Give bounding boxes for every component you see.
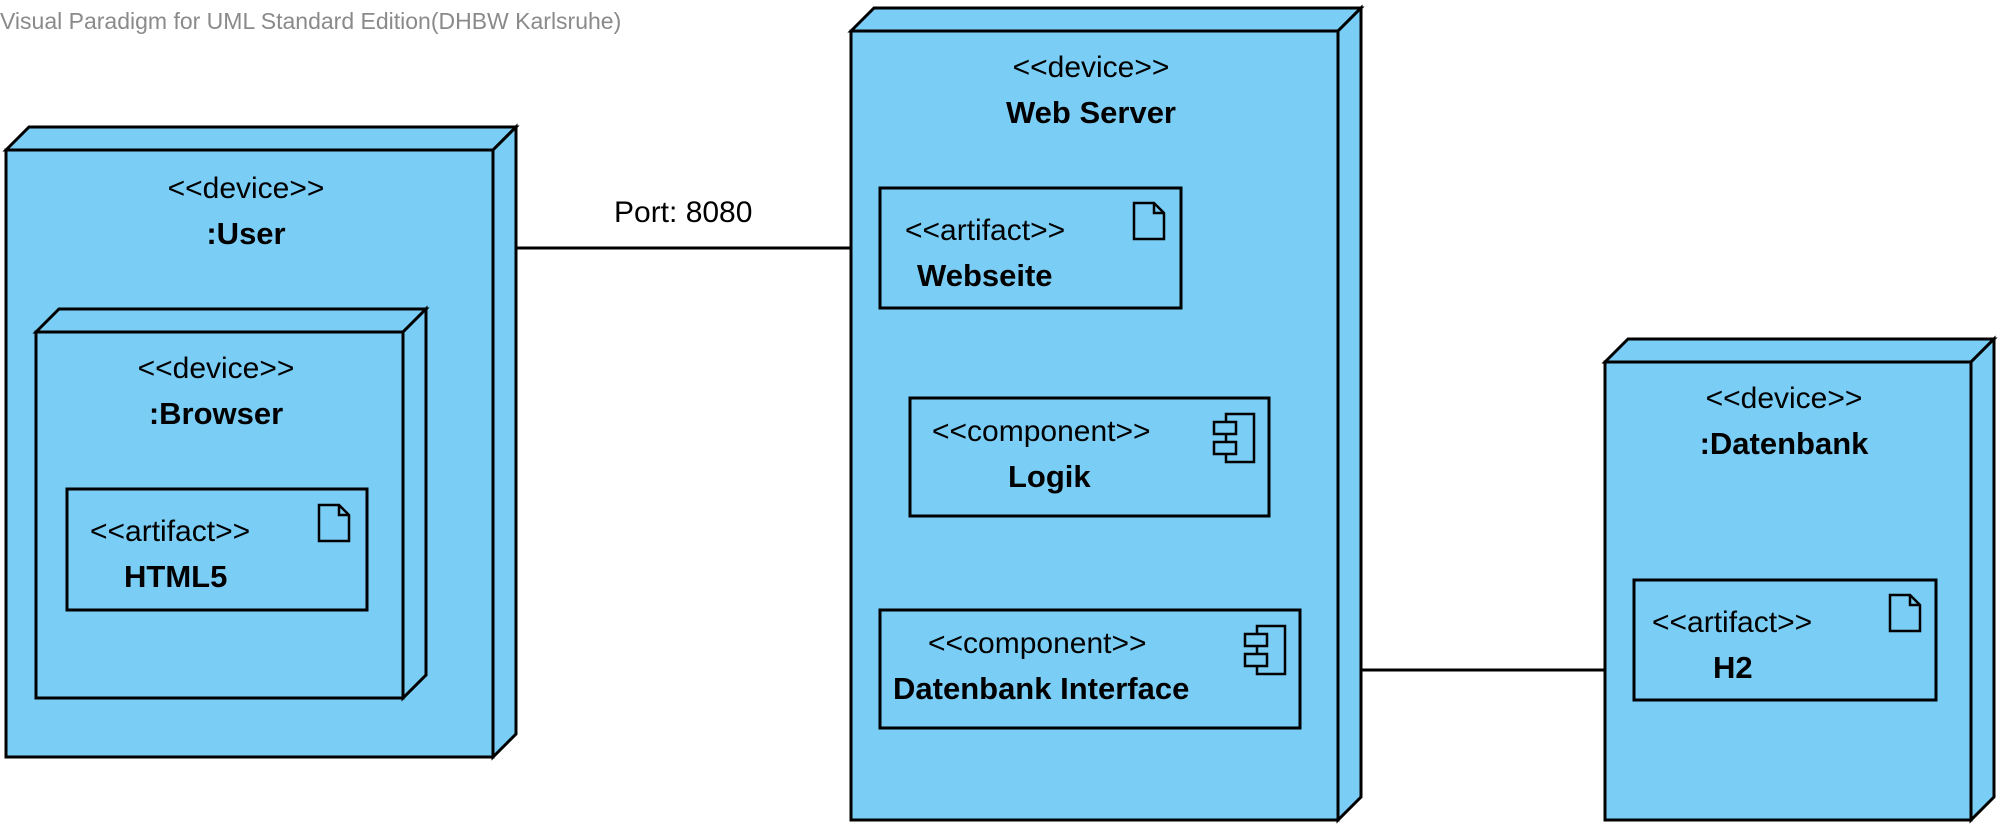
artifact-html5-name: HTML5 — [124, 559, 227, 594]
component-logik-name: Logik — [1008, 459, 1091, 494]
node-browser-stereotype: <<device>> — [138, 352, 295, 385]
component-db-interface-name: Datenbank Interface — [893, 671, 1189, 706]
artifact-webseite-stereotype: <<artifact>> — [905, 214, 1065, 247]
component-icon — [1243, 624, 1287, 676]
artifact-webseite[interactable]: <<artifact>> Webseite — [878, 186, 1183, 310]
artifact-webseite-name: Webseite — [917, 258, 1053, 293]
component-logik[interactable]: <<component>> Logik — [908, 396, 1271, 518]
artifact-html5-stereotype: <<artifact>> — [90, 515, 250, 548]
artifact-h2[interactable]: <<artifact>> H2 — [1632, 578, 1938, 702]
component-icon — [1212, 412, 1256, 464]
node-datenbank-stereotype: <<device>> — [1706, 382, 1863, 415]
node-browser-name: :Browser — [149, 396, 283, 431]
node-user-name: :User — [206, 216, 285, 251]
artifact-html5[interactable]: <<artifact>> HTML5 — [65, 487, 369, 612]
node-user-stereotype: <<device>> — [168, 172, 325, 205]
artifact-h2-name: H2 — [1713, 650, 1753, 685]
connector-label-port: Port: 8080 — [614, 196, 752, 229]
component-db-interface-stereotype: <<component>> — [928, 627, 1147, 660]
component-datenbank-interface[interactable]: <<component>> Datenbank Interface — [878, 608, 1302, 730]
component-logik-stereotype: <<component>> — [932, 415, 1151, 448]
document-icon — [1132, 201, 1166, 241]
node-web-server-stereotype: <<device>> — [1013, 51, 1170, 84]
node-datenbank-name: :Datenbank — [1700, 426, 1870, 461]
node-web-server-name: Web Server — [1006, 95, 1176, 130]
document-icon — [317, 503, 351, 543]
connector-user-webserver[interactable]: Port: 8080 — [516, 196, 880, 250]
document-icon — [1888, 593, 1922, 633]
watermark: Visual Paradigm for UML Standard Edition… — [0, 8, 622, 34]
artifact-h2-stereotype: <<artifact>> — [1652, 606, 1812, 639]
